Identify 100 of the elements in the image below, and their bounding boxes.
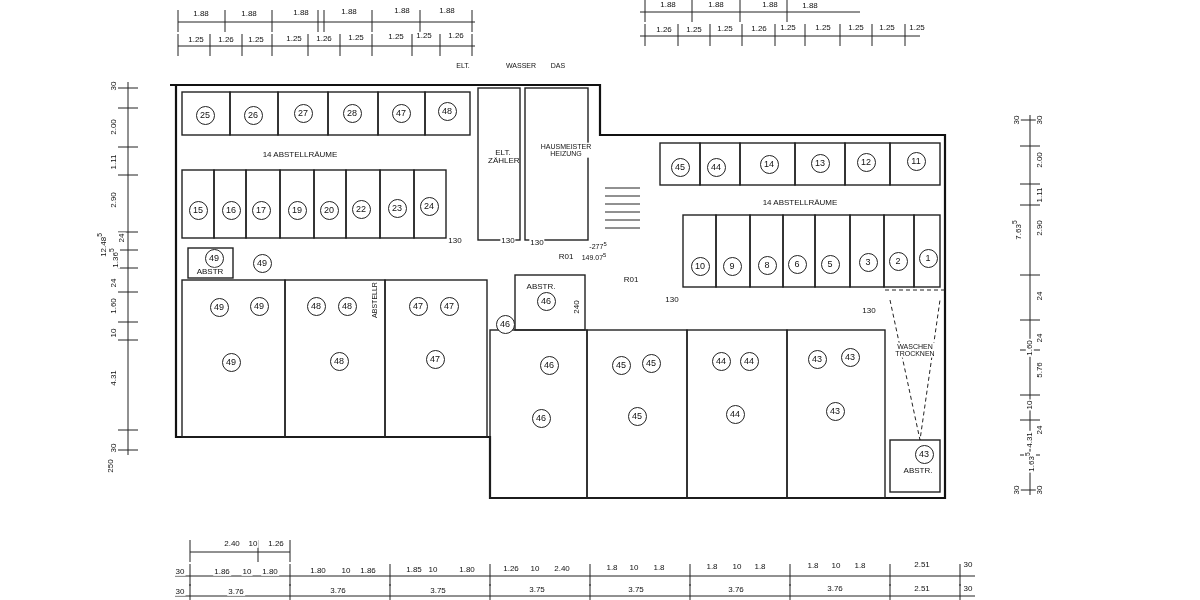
room-number: 45 bbox=[641, 353, 661, 373]
dimension-label: 10 bbox=[427, 565, 439, 575]
dimension-label: 30 bbox=[1012, 114, 1022, 126]
dimension-label: 24 bbox=[109, 277, 119, 289]
dimension-label: 1.88 bbox=[659, 0, 677, 10]
dimension-label: 1.11 bbox=[109, 153, 119, 171]
dimension-label: 1.25 bbox=[247, 35, 265, 45]
dimension-label: 1.25 bbox=[847, 23, 865, 33]
room-number: 49 bbox=[209, 297, 229, 317]
dimension-label: 1.8 bbox=[605, 563, 619, 573]
dimension-label: ABSTR. bbox=[902, 466, 934, 476]
dimension-label: 1.60 bbox=[1025, 339, 1035, 357]
dimension-label: 1.8 bbox=[853, 561, 867, 571]
room-number: 3 bbox=[858, 252, 878, 272]
dimension-label: 1.26 bbox=[750, 24, 768, 34]
room-number: 43 bbox=[914, 444, 934, 464]
dimension-label: 4.31 bbox=[109, 369, 119, 387]
dimension-label: 2.90 bbox=[109, 191, 119, 209]
dimension-label: 130 bbox=[529, 238, 545, 248]
dimension-label: 10 bbox=[1025, 399, 1035, 411]
dimension-label: 130 bbox=[447, 236, 463, 246]
dimension-label: 1.26 bbox=[447, 31, 465, 41]
dimension-label: 10 bbox=[830, 561, 842, 571]
dimension-label: R01 bbox=[557, 252, 575, 262]
dimension-label: 2.51 bbox=[913, 560, 931, 570]
dimension-label: 1.80 bbox=[261, 567, 279, 577]
room-number: 47 bbox=[425, 349, 445, 369]
dimension-label: 24 bbox=[1035, 332, 1045, 344]
dimension-label: 10 bbox=[247, 539, 259, 549]
dimension-label: 30 bbox=[1035, 484, 1045, 496]
room-number: 11 bbox=[906, 151, 926, 171]
dimension-label: 1.85 bbox=[405, 565, 423, 575]
dimension-label: 2.51 bbox=[913, 584, 931, 594]
room-number: 15 bbox=[188, 200, 208, 220]
dimension-label: 3.76 bbox=[727, 585, 745, 595]
dimension-label: 1.86 bbox=[213, 567, 231, 577]
room-number: 14 bbox=[759, 154, 779, 174]
room-number: 45 bbox=[627, 406, 647, 426]
dimension-label: 1.25 bbox=[814, 23, 832, 33]
dimension-label: 10 bbox=[109, 327, 119, 339]
dimension-label: 30 bbox=[962, 584, 974, 594]
room-number: 47 bbox=[439, 296, 459, 316]
room-number: 17 bbox=[251, 200, 271, 220]
dimension-label: 3.76 bbox=[329, 586, 347, 596]
dimension-label: 4.31 bbox=[1025, 431, 1035, 449]
room-number: 27 bbox=[293, 103, 313, 123]
dimension-label: 1.88 bbox=[240, 9, 258, 19]
room-number: 12 bbox=[856, 152, 876, 172]
dimension-label: 1.80 bbox=[458, 565, 476, 575]
dimension-label: ABSTR. bbox=[525, 282, 557, 292]
room-number: 24 bbox=[419, 196, 439, 216]
dimension-label: 2.40 bbox=[223, 539, 241, 549]
room-number: 44 bbox=[739, 351, 759, 371]
dimension-label: 3.75 bbox=[528, 585, 546, 595]
dimension-label: 1.8 bbox=[753, 562, 767, 572]
dimension-label: 1.88 bbox=[393, 6, 411, 16]
dimension-label: ABSTR bbox=[195, 267, 225, 277]
dimension-label: 1.25 bbox=[387, 32, 405, 42]
room-number: 5 bbox=[820, 254, 840, 274]
room-number: 46 bbox=[495, 314, 515, 334]
dimension-label: 2.00 bbox=[1035, 151, 1045, 169]
dimension-label: 30 bbox=[1012, 484, 1022, 496]
room-number: 48 bbox=[329, 351, 349, 371]
room-number: 45 bbox=[670, 157, 690, 177]
room-number: 28 bbox=[342, 103, 362, 123]
room-number: 49 bbox=[252, 253, 272, 273]
dimension-label: 1.25 bbox=[685, 25, 703, 35]
dimension-label: 130 bbox=[861, 306, 877, 316]
room-number: 13 bbox=[810, 153, 830, 173]
dimension-label: 1.25 bbox=[187, 35, 205, 45]
room-number: 44 bbox=[725, 404, 745, 424]
dimension-label: 1.88 bbox=[192, 9, 210, 19]
dimension-label: 1.25 bbox=[347, 33, 365, 43]
dimension-label: 14 ABSTELLRÄUME bbox=[261, 150, 339, 160]
room-number: 45 bbox=[611, 355, 631, 375]
room-number: 44 bbox=[706, 157, 726, 177]
dimension-label: 10 bbox=[340, 566, 352, 576]
room-number: 8 bbox=[757, 255, 777, 275]
dimension-label: 1.25 bbox=[285, 34, 303, 44]
dimension-label: 1.88 bbox=[707, 0, 725, 10]
dimension-label: 1.25 bbox=[716, 24, 734, 34]
dimension-label: 30 bbox=[109, 442, 119, 454]
dimension-label: 1.26 bbox=[267, 539, 285, 549]
dimension-label: 10 bbox=[241, 567, 253, 577]
room-number: 22 bbox=[351, 199, 371, 219]
dimension-label: 5.76 bbox=[1035, 361, 1045, 379]
room-number: 47 bbox=[391, 103, 411, 123]
dimension-label: 3.75 bbox=[627, 585, 645, 595]
dimension-label: 1.25 bbox=[415, 31, 433, 41]
dimension-label: ELT. ZÄHLER bbox=[487, 148, 519, 166]
dimension-label: 30 bbox=[174, 587, 186, 597]
room-number: 16 bbox=[221, 200, 241, 220]
dimension-label: 24 bbox=[117, 232, 127, 244]
dimension-label: 1.26 bbox=[502, 564, 520, 574]
dimension-label: 1.8 bbox=[705, 562, 719, 572]
room-number: 44 bbox=[711, 351, 731, 371]
room-number: 46 bbox=[536, 291, 556, 311]
dimension-label: 1.88 bbox=[340, 7, 358, 17]
dimension-label: 1.86 bbox=[359, 566, 377, 576]
room-number: 6 bbox=[787, 254, 807, 274]
